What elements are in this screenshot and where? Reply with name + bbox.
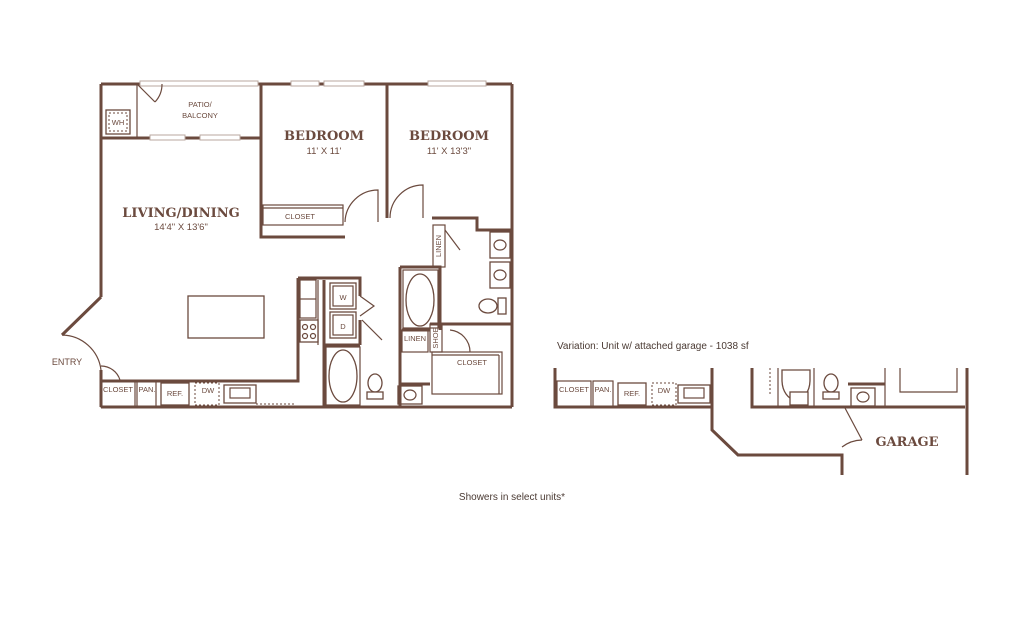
bedroom-2 xyxy=(385,184,512,232)
ref-label: REF. xyxy=(167,389,183,398)
variation-plan: CLOSET PAN. REF. DW xyxy=(553,368,969,475)
linen-bottom-label: LINEN xyxy=(404,334,426,343)
master-bath: LINEN LINEN SHOE CLOSET xyxy=(398,224,512,407)
pantry-label: PAN. xyxy=(139,385,156,394)
shoe-label: SHOE xyxy=(431,327,440,348)
closet-entry-label: CLOSET xyxy=(103,385,133,394)
bedroom-2-dimensions: 11' X 13'3" xyxy=(427,146,471,157)
balcony-label: BALCONY xyxy=(182,111,218,120)
bedroom-2-name: BEDROOM xyxy=(409,129,489,144)
patio-label: PATIO/ xyxy=(188,100,212,109)
garage-label: GARAGE xyxy=(875,435,938,450)
bedroom-1-name: BEDROOM xyxy=(284,129,364,144)
variation-note: Variation: Unit w/ attached garage - 103… xyxy=(557,341,749,352)
linen-top-label: LINEN xyxy=(434,235,443,257)
windows xyxy=(139,80,487,141)
entry-label: ENTRY xyxy=(52,357,82,367)
dw-label: DW xyxy=(202,386,215,395)
hall-bath xyxy=(325,319,430,406)
var-closet-label: CLOSET xyxy=(559,385,589,394)
bedroom-1: CLOSET xyxy=(259,84,389,239)
closet-bed1-label: CLOSET xyxy=(285,212,315,221)
living-dining-name: LIVING/DINING xyxy=(122,206,239,221)
dryer-label: D xyxy=(340,322,346,331)
wh-label: WH xyxy=(112,118,125,127)
kitchen-island xyxy=(187,295,265,339)
living-dining-dimensions: 14'4" X 13'6" xyxy=(154,222,208,233)
washer-label: W xyxy=(339,293,347,302)
kitchen-laundry: W D xyxy=(101,276,376,407)
entry-row: CLOSET PAN. REF. DW xyxy=(61,334,296,408)
closet-master-label: CLOSET xyxy=(457,358,487,367)
footnote: Showers in select units* xyxy=(459,492,565,503)
var-dw-label: DW xyxy=(658,386,671,395)
water-heater: WH xyxy=(105,109,131,135)
bedroom-1-dimensions: 11' X 11' xyxy=(307,146,342,157)
var-pantry-label: PAN. xyxy=(595,385,612,394)
var-ref-label: REF. xyxy=(624,389,640,398)
